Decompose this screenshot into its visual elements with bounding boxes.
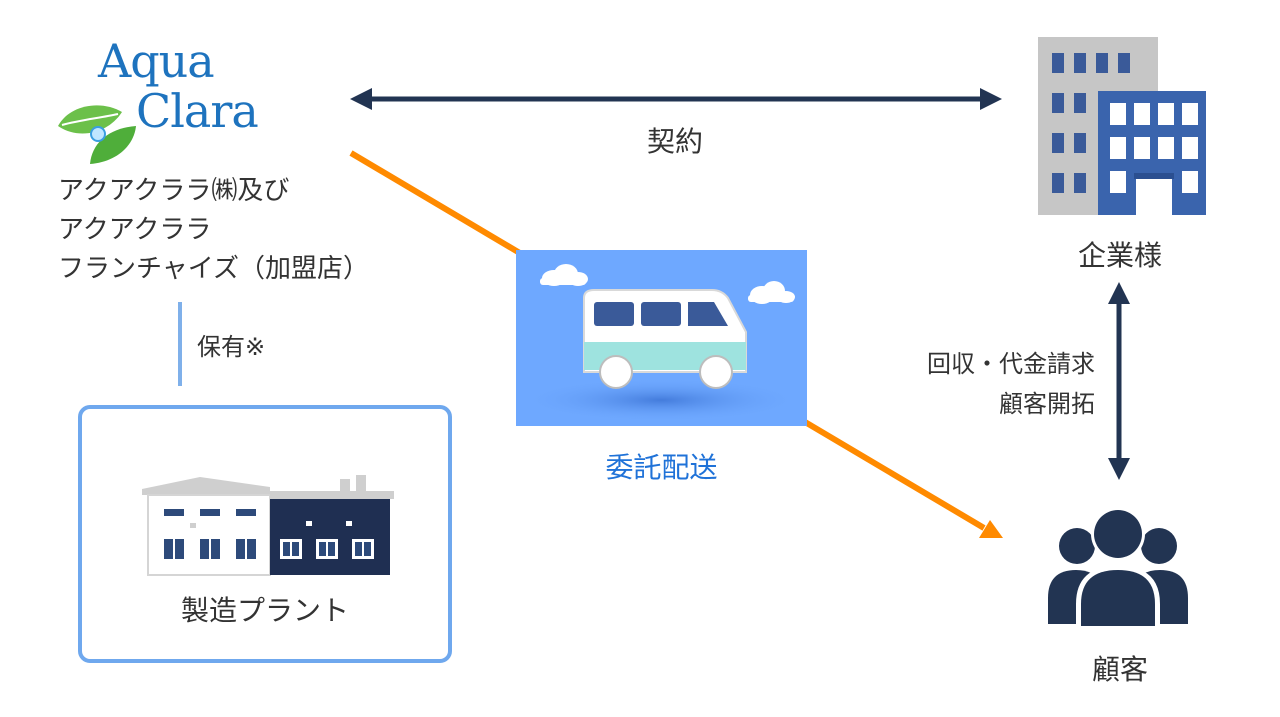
owner-line: フランチャイズ（加盟店） xyxy=(58,254,369,284)
corporation-label: 企業様 xyxy=(1077,239,1162,272)
plant-label: 製造プラント xyxy=(180,594,349,627)
collection-arrow xyxy=(1108,282,1130,480)
collection-line: 回収・代金請求 xyxy=(927,350,1095,378)
owner-line: アクアクララ㈱及び xyxy=(58,176,290,206)
delivery-van-icon xyxy=(521,264,801,422)
leaf-droplet-icon xyxy=(58,105,136,164)
factory-icon xyxy=(142,475,394,576)
ownership-line xyxy=(178,302,182,386)
delivery-label: 委託配送 xyxy=(605,451,718,484)
ownership-label: 保有※ xyxy=(197,333,266,361)
collection-text: 回収・代金請求 顧客開拓 xyxy=(880,344,1095,424)
owner-text: アクアクララ㈱及び アクアクララ フランチャイズ（加盟店） xyxy=(58,172,369,289)
office-building-icon xyxy=(1038,37,1206,215)
logo-text-clara: Clara xyxy=(136,84,259,138)
aqua-clara-logo: Aqua Clara xyxy=(52,36,282,166)
contract-arrow xyxy=(350,88,1002,110)
delivery-card xyxy=(516,250,807,426)
plant-box: 製造プラント xyxy=(78,405,452,663)
contract-label: 契約 xyxy=(646,125,703,158)
customer-label: 顧客 xyxy=(1091,653,1148,686)
logo-text-aqua: Aqua xyxy=(98,34,215,88)
owner-line: アクアクララ xyxy=(58,215,212,245)
collection-line: 顧客開拓 xyxy=(999,390,1095,418)
customer-group-icon xyxy=(1048,507,1188,628)
